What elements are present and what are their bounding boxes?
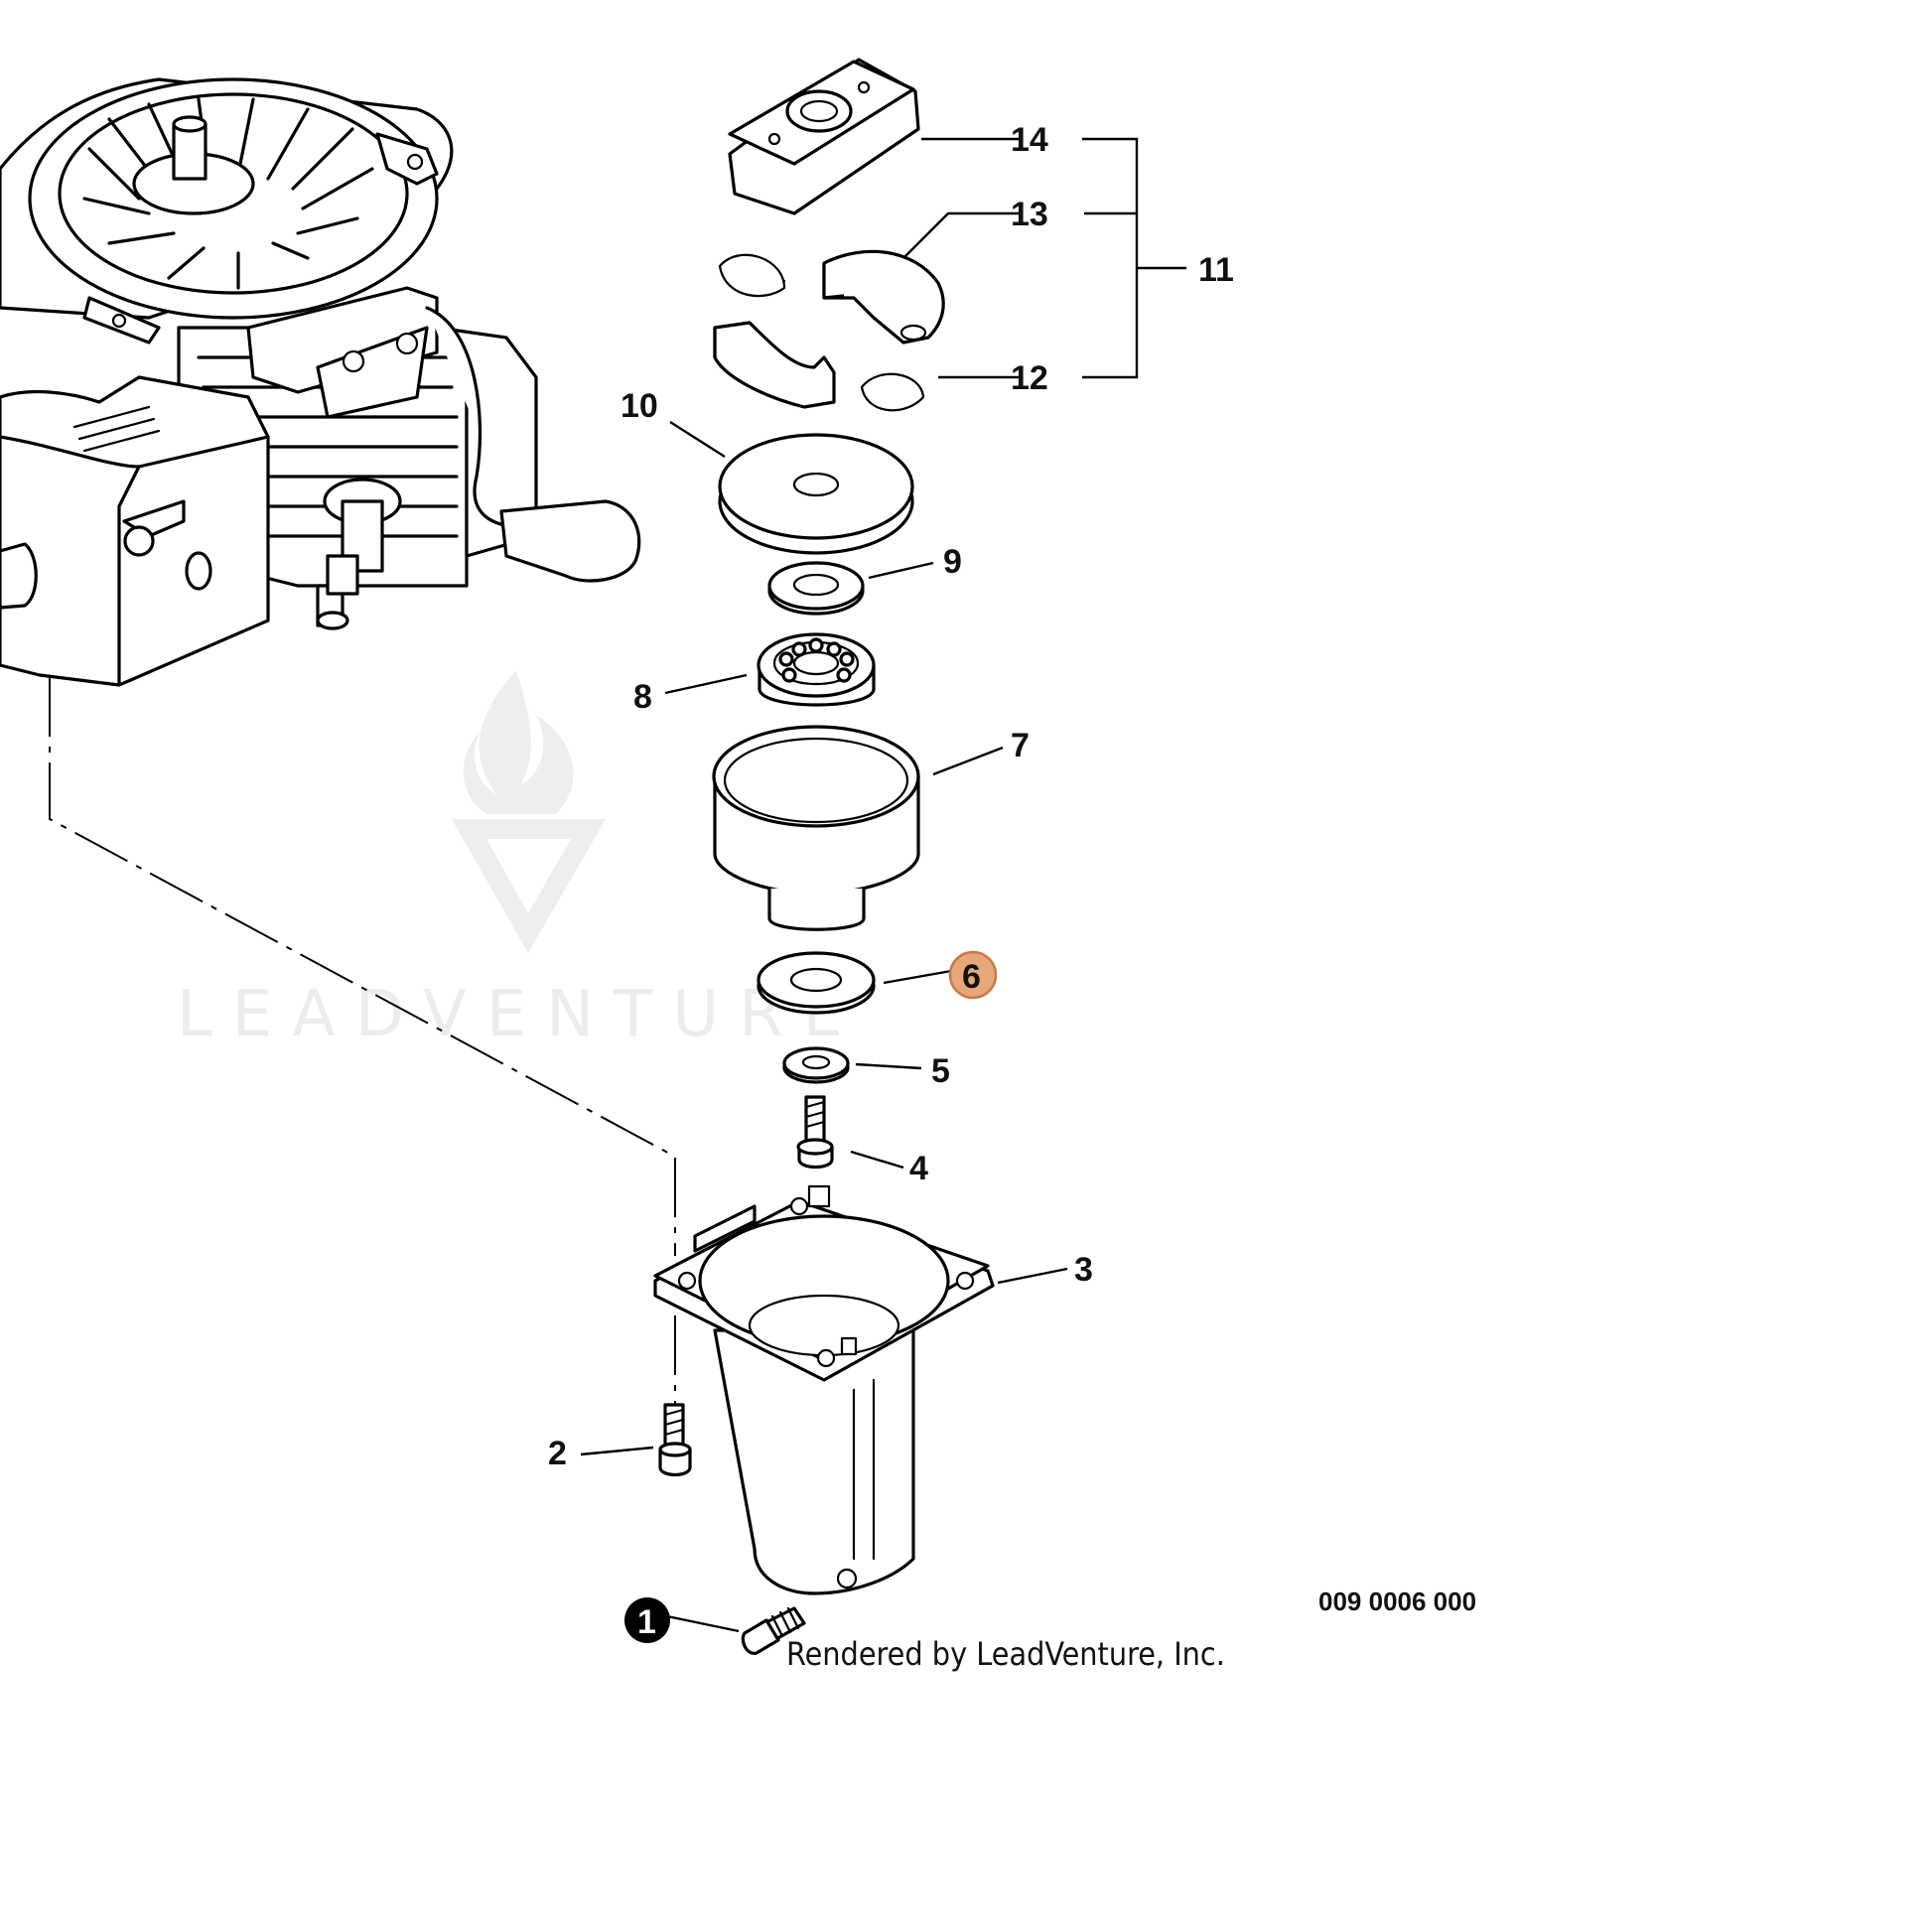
leader-lines: [580, 137, 1186, 1633]
document-number: 009 0006 000: [1318, 1587, 1476, 1616]
part-3-gear-housing: [653, 1184, 995, 1595]
callout-2[interactable]: 2: [548, 1435, 567, 1472]
alignment-dash-line: [49, 677, 676, 1256]
callout-9[interactable]: 9: [943, 543, 962, 581]
part-8-ball-bearing: [757, 632, 876, 707]
part-4-screw: [796, 1095, 834, 1170]
part-14-clutch-carrier: [728, 58, 920, 215]
callout-1-badge: [624, 1597, 670, 1643]
watermark: LEADVENTURE: [177, 670, 863, 1051]
callout-7[interactable]: 7: [1011, 727, 1030, 764]
part-9-washer: [767, 561, 865, 616]
part-12-spring-upper: [718, 253, 786, 298]
callout-6[interactable]: 6: [962, 958, 981, 996]
watermark-v-icon: [452, 819, 606, 953]
part-7-clutch-drum: [712, 725, 920, 931]
callout-14[interactable]: 14: [1011, 121, 1048, 159]
callout-3[interactable]: 3: [1074, 1251, 1093, 1289]
callout-4[interactable]: 4: [909, 1150, 928, 1187]
callout-12[interactable]: 12: [1011, 359, 1048, 397]
part-2-screw: [658, 1403, 692, 1477]
part-1-screw: [741, 1606, 806, 1655]
rendered-by-note: Rendered by LeadVenture, Inc.: [786, 1635, 1225, 1673]
part-11-clutch-shoe-left: [713, 321, 836, 409]
callouts: 14 13 11 12 10 9 8 7 6 5 4 3 2 1: [548, 121, 1234, 1643]
callout-5[interactable]: 5: [931, 1052, 950, 1090]
part-6-thrust-washer: [757, 951, 876, 1015]
callout-1[interactable]: 1: [637, 1603, 656, 1641]
watermark-flame-icon: [463, 670, 574, 814]
watermark-text: LEADVENTURE: [177, 978, 863, 1051]
callout-10[interactable]: 10: [621, 387, 658, 425]
part-5-washer: [782, 1046, 850, 1084]
part-12-spring-lower: [860, 372, 925, 412]
part-10-drive-plate: [718, 433, 914, 555]
callout-8[interactable]: 8: [633, 678, 652, 716]
callout-13[interactable]: 13: [1011, 196, 1048, 233]
callout-11[interactable]: 11: [1198, 251, 1234, 289]
part-13-clutch-shoe: [822, 249, 945, 345]
engine-assembly: [0, 77, 641, 687]
callout-6-highlight: [948, 950, 998, 1000]
